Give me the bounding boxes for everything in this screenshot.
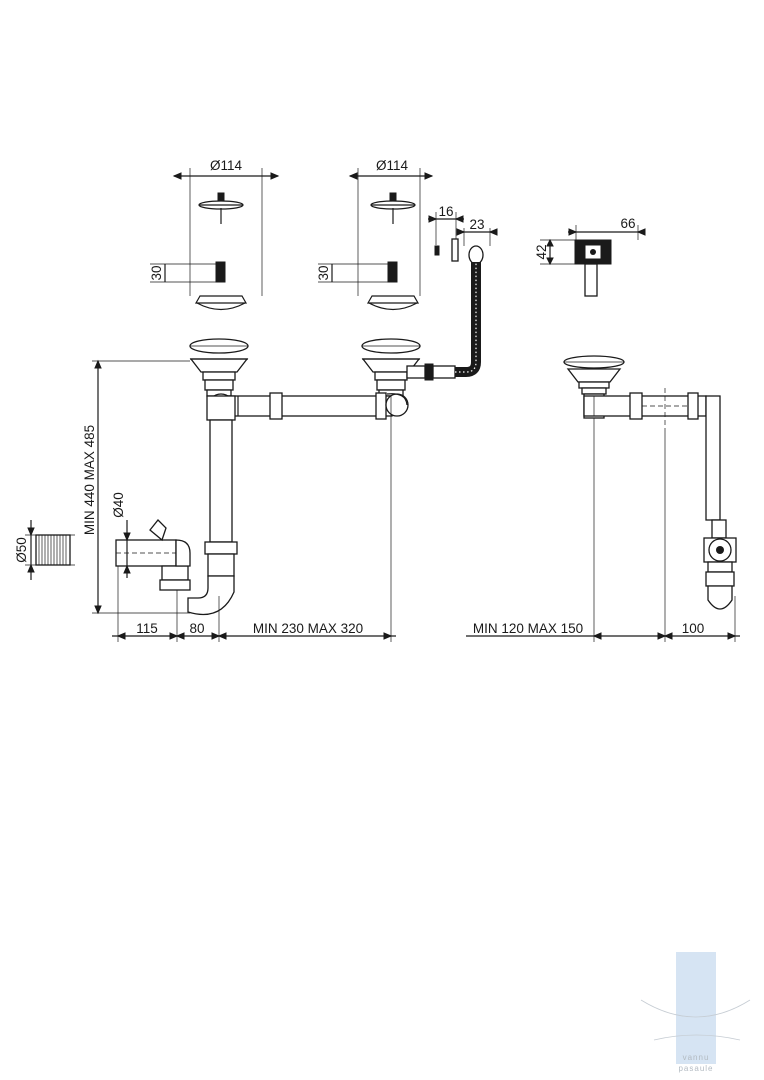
outlet-pipe-detail: Ø50 xyxy=(14,520,75,580)
overflow-width-label: 23 xyxy=(469,217,484,232)
watermark-line2: pasaule xyxy=(678,1064,713,1073)
side-100-label: 100 xyxy=(682,621,705,636)
side-depth-label: MIN 120 MAX 150 xyxy=(473,621,583,636)
side-view-assembly: MIN 120 MAX 150 100 xyxy=(466,355,740,642)
overflow-button-width-label: 16 xyxy=(438,204,453,219)
front-view-assembly: Ø40 MIN 440 MAX 485 115 80 MIN 230 MAX 3… xyxy=(82,262,481,642)
watermark-line1: vannu xyxy=(683,1053,710,1062)
offset-80-label: 80 xyxy=(189,621,204,636)
outlet-diameter-label: Ø50 xyxy=(14,537,29,563)
square-fitting: 66 42 xyxy=(534,216,646,297)
strainer1-height-label: 30 xyxy=(149,265,164,280)
offset-115-label: 115 xyxy=(136,621,158,636)
fitting-width-label: 66 xyxy=(620,216,635,231)
fitting-height-label: 42 xyxy=(534,244,549,259)
trap-height-label: MIN 440 MAX 485 xyxy=(82,425,97,535)
strainer2-diameter-label: Ø114 xyxy=(376,158,409,173)
watermark-logo: vannu pasaule xyxy=(640,952,751,1073)
strainer-basket-2: Ø114 30 xyxy=(316,158,434,311)
bowl-spacing-label: MIN 230 MAX 320 xyxy=(253,621,363,636)
strainer1-diameter-label: Ø114 xyxy=(210,158,243,173)
strainer2-height-label: 30 xyxy=(316,265,331,280)
side-inlet-diameter-label: Ø40 xyxy=(111,492,126,518)
strainer-basket-1: Ø114 30 xyxy=(149,158,280,311)
overflow-parts: 16 23 xyxy=(428,204,498,265)
